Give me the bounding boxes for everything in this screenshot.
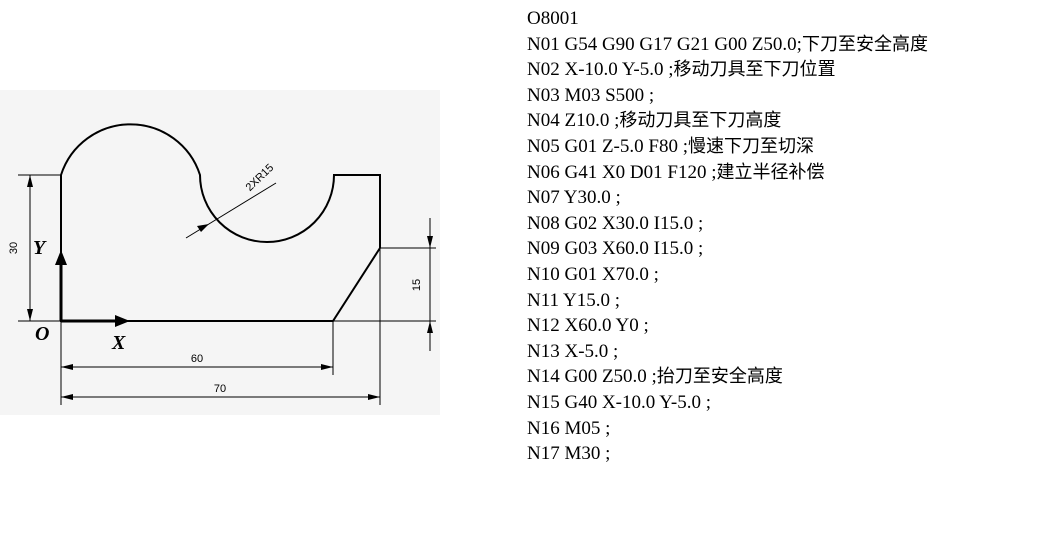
program-line: N07 Y30.0 ; [527,185,1042,211]
program-line-comment: 慢速下刀至切深 [687,135,814,157]
program-line-code: N11 Y15.0 ; [527,289,621,311]
program-line-comment: 移动刀具至下刀高度 [619,110,782,132]
program-line-code: O8001 [527,8,579,29]
program-line-code: N17 M30 ; [527,443,611,465]
program-line-comment: 移动刀具至下刀位置 [673,59,836,81]
program-line-code: N02 X-10.0 Y-5.0 ; [527,59,674,81]
program-line: N17 M30 ; [527,441,1042,467]
program-line-code: N16 M05 ; [527,417,611,439]
program-line-code: N08 G02 X30.0 I15.0 ; [527,212,704,234]
program-line: N09 G03 X60.0 I15.0 ; [527,236,1042,262]
program-line-code: N01 G54 G90 G17 G21 G00 Z50.0; [527,33,802,55]
dim-height-15: 15 [411,279,423,291]
program-line: N02 X-10.0 Y-5.0 ;移动刀具至下刀位置 [527,57,1042,83]
program-line: N14 G00 Z50.0 ;抬刀至安全高度 [527,364,1042,390]
program-line-code: N04 Z10.0 ; [527,110,620,132]
program-line-code: N07 Y30.0 ; [527,187,621,209]
program-line-code: N12 X60.0 Y0 ; [527,315,649,337]
dimension-arrows [27,175,433,400]
drawing-panel [0,90,440,415]
program-line: N05 G01 Z-5.0 F80 ;慢速下刀至切深 [527,134,1042,160]
y-axis-arrowhead [55,250,67,265]
dim-height-30: 30 [8,242,20,254]
program-line: N08 G02 X30.0 I15.0 ; [527,211,1042,237]
program-line-code: N10 G01 X70.0 ; [527,263,659,285]
program-line-comment: 抬刀至安全高度 [656,366,783,388]
program-line: N13 X-5.0 ; [527,339,1042,365]
part-drawing: O X Y 30 15 60 70 2XR15 [8,123,436,405]
program-line-code: N09 G03 X60.0 I15.0 ; [527,238,704,260]
y-axis-label: Y [33,237,47,259]
program-line-code: N03 M03 S500 ; [527,84,655,106]
program-line: N03 M03 S500 ; [527,83,1042,109]
origin-label: O [35,323,49,345]
program-line: N16 M05 ; [527,416,1042,442]
program-line-code: N14 G00 Z50.0 ; [527,366,657,388]
program-line: N11 Y15.0 ; [527,288,1042,314]
program-line-comment: 下刀至安全高度 [801,33,928,55]
program-line: O8001 [527,6,1042,32]
program-line: N10 G01 X70.0 ; [527,262,1042,288]
program-line-code: N06 G41 X0 D01 F120 ; [527,161,717,183]
x-axis-label: X [111,332,126,354]
dim-width-60: 60 [191,353,203,365]
program-line: N15 G40 X-10.0 Y-5.0 ; [527,390,1042,416]
dim-width-70: 70 [214,383,226,395]
program-line-code: N13 X-5.0 ; [527,340,619,362]
program-line: N06 G41 X0 D01 F120 ;建立半径补偿 [527,160,1042,186]
program-line: N01 G54 G90 G17 G21 G00 Z50.0;下刀至安全高度 [527,32,1042,58]
program-line: N04 Z10.0 ;移动刀具至下刀高度 [527,108,1042,134]
program-line: N12 X60.0 Y0 ; [527,313,1042,339]
program-line-code: N05 G01 Z-5.0 F80 ; [527,135,688,157]
program-line-comment: 建立半径补偿 [716,161,825,183]
x-axis-arrowhead [115,315,130,327]
part-contour [60,123,381,322]
dimension-lines [29,175,431,398]
dim-radius: 2XR15 [244,162,277,194]
extension-lines [18,174,436,405]
program-line-code: N15 G40 X-10.0 Y-5.0 ; [527,391,712,413]
